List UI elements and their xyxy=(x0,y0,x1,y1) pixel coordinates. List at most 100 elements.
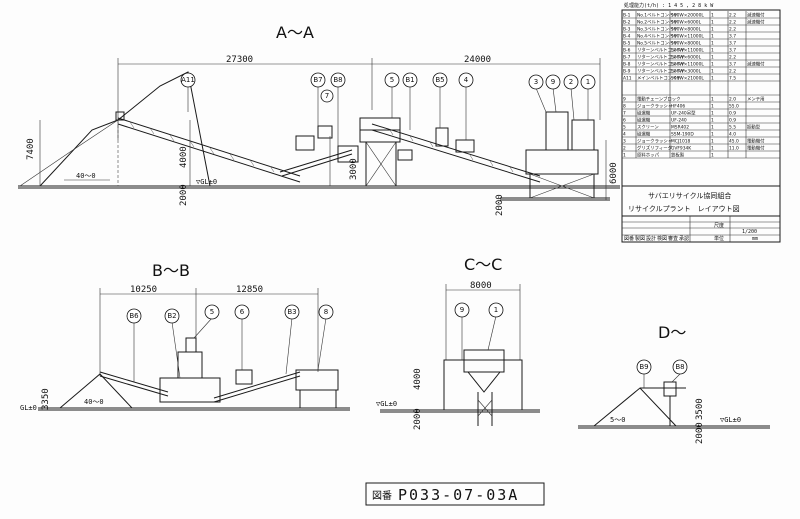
svg-text:3: 3 xyxy=(534,78,538,86)
svg-text:9: 9 xyxy=(460,306,464,314)
drawing-number-label: 図番 xyxy=(372,490,392,502)
stamp-labels: 図番 製図 設計 検図 審査 承認 xyxy=(624,235,689,242)
tag-aa-B1: B1 xyxy=(402,72,418,88)
table-cell: リターンベルトコンベヤ xyxy=(637,61,686,68)
gl-aa: ▽GL±0 xyxy=(196,178,217,186)
dim-cc-2000: 2000 xyxy=(413,408,423,430)
svg-text:4: 4 xyxy=(464,76,469,84)
section-bb-label: B～B xyxy=(152,261,190,280)
title-line-2: リサイクルプラント レイアウト図 xyxy=(628,205,740,213)
tag-dd-B8: B8 xyxy=(672,359,688,375)
dim-dd-3500: 3500 xyxy=(695,398,705,420)
table-cell: SSM-190D xyxy=(671,132,694,138)
table-cell: 500W×11000L xyxy=(671,48,704,54)
section-cc: C～C 8000 ▽GL±0 4000 2000 9 1 xyxy=(376,255,540,430)
table-cell: 500W×8000L xyxy=(671,27,702,33)
tag-cc-9: 9 xyxy=(454,302,470,318)
dim-aa-2000a: 2000 xyxy=(179,184,189,206)
table-cell: No.4ベルトコンベヤ xyxy=(637,34,678,40)
table-cell: ジョークラッシャ xyxy=(637,104,672,110)
table-cell: 1 xyxy=(711,76,714,82)
table-cell: B-1 xyxy=(623,13,631,19)
dim-aa-6000: 6000 xyxy=(609,162,619,184)
table-cell: 2.2 xyxy=(729,13,736,19)
table-cell: リターンベルトコンベヤ xyxy=(637,47,686,54)
tag-bb-5: 5 xyxy=(204,304,220,320)
svg-text:8: 8 xyxy=(324,308,328,316)
table-cell: 鉄板製 xyxy=(671,152,685,159)
tags-dd: B9 B8 xyxy=(636,359,688,375)
table-cell: 1 xyxy=(711,139,714,145)
pile-aa: 40～0 xyxy=(76,172,96,180)
pile-dd: 5～0 xyxy=(610,416,625,424)
svg-text:2: 2 xyxy=(569,78,573,86)
dim-cc-width: 8000 xyxy=(470,281,492,291)
table-cell: 1 xyxy=(711,20,714,26)
unit-label: 単位 xyxy=(714,235,724,242)
table-cell: 1 xyxy=(711,111,714,117)
table-cell: MSR402 xyxy=(671,125,689,131)
svg-text:製図: 製図 xyxy=(635,235,645,242)
gl-bb: GL±0 xyxy=(20,404,37,412)
table-cell: No.1ベルトコンベヤ xyxy=(637,13,678,19)
table-cell: 1 xyxy=(711,104,714,110)
table-cell: 5 xyxy=(623,125,626,131)
table-cell: 4 xyxy=(623,132,626,138)
tag-aa-B8: B8 xyxy=(330,72,346,88)
tags-bb: B6 B2 5 6 B3 8 xyxy=(126,304,334,324)
table-cell: 2 xyxy=(623,146,626,152)
table-cell: 55.0 xyxy=(729,104,739,110)
dim-dd-2000: 2000 xyxy=(695,422,705,444)
table-cell: HF406 xyxy=(671,104,685,110)
table-cell: 1 xyxy=(623,153,626,159)
table-cell: B-9 xyxy=(623,69,631,75)
section-aa-label: A～A xyxy=(276,23,314,42)
table-cell: 電動機付 xyxy=(747,138,765,145)
table-cell: リターンベルトコンベヤ xyxy=(637,54,686,61)
table-cell: B-6 xyxy=(623,48,631,54)
svg-text:1: 1 xyxy=(494,306,498,314)
drawing-number-block: 図番 P033-07-03A xyxy=(365,482,545,506)
table-cell: 3 xyxy=(623,139,626,145)
dim-aa-3000: 3000 xyxy=(349,158,359,180)
table-cell: 5.5 xyxy=(729,125,736,131)
tag-aa-2: 2 xyxy=(563,74,579,90)
table-cell: 2.0 xyxy=(729,97,736,103)
table-cell: 2.2 xyxy=(729,20,736,26)
table-cell: 1 xyxy=(711,153,714,159)
tags-aa: A11 B7 B8 7 5 B1 B5 4 3 9 2 1 xyxy=(180,72,596,103)
tag-aa-9: 9 xyxy=(545,74,561,90)
scale-label: 尺度 xyxy=(714,222,724,229)
svg-text:B8: B8 xyxy=(333,76,342,84)
table-cell: 1 xyxy=(711,27,714,33)
tag-bb-B3: B3 xyxy=(284,304,300,320)
table-cell: MCJ1018 xyxy=(671,139,691,145)
table-cell: 7 xyxy=(623,111,626,117)
table-cell: B-8 xyxy=(623,62,631,68)
pile-bb: 40～0 xyxy=(84,398,104,406)
table-cell: UF-240 xyxy=(671,118,687,124)
section-aa: A～A 27300 24000 40～0 7400 4000 2000 ▽GL±… xyxy=(18,23,620,216)
table-cell: ジョークラッシャ xyxy=(637,139,672,145)
svg-text:審査: 審査 xyxy=(668,235,678,242)
svg-text:B1: B1 xyxy=(405,76,414,84)
table-cell: No.3ベルトコンベヤ xyxy=(637,27,678,33)
table-cell: 0.9 xyxy=(729,111,736,117)
table-header-note: 処理能力(t/h) : 1 4 5 , 2 8 k W xyxy=(624,2,714,9)
table-cell: 1 xyxy=(711,41,714,47)
table-cell: 8 xyxy=(623,104,626,110)
table-cell: 500W×6000L xyxy=(671,55,702,61)
dim-aa-left: 27300 xyxy=(226,55,253,65)
table-cell: 1 xyxy=(711,55,714,61)
table-cell: 電動チェーンブロック xyxy=(637,96,681,103)
table-cell: 500W×20000L xyxy=(671,13,704,19)
dim-aa-7400: 7400 xyxy=(26,138,36,160)
svg-text:B9: B9 xyxy=(639,363,648,371)
